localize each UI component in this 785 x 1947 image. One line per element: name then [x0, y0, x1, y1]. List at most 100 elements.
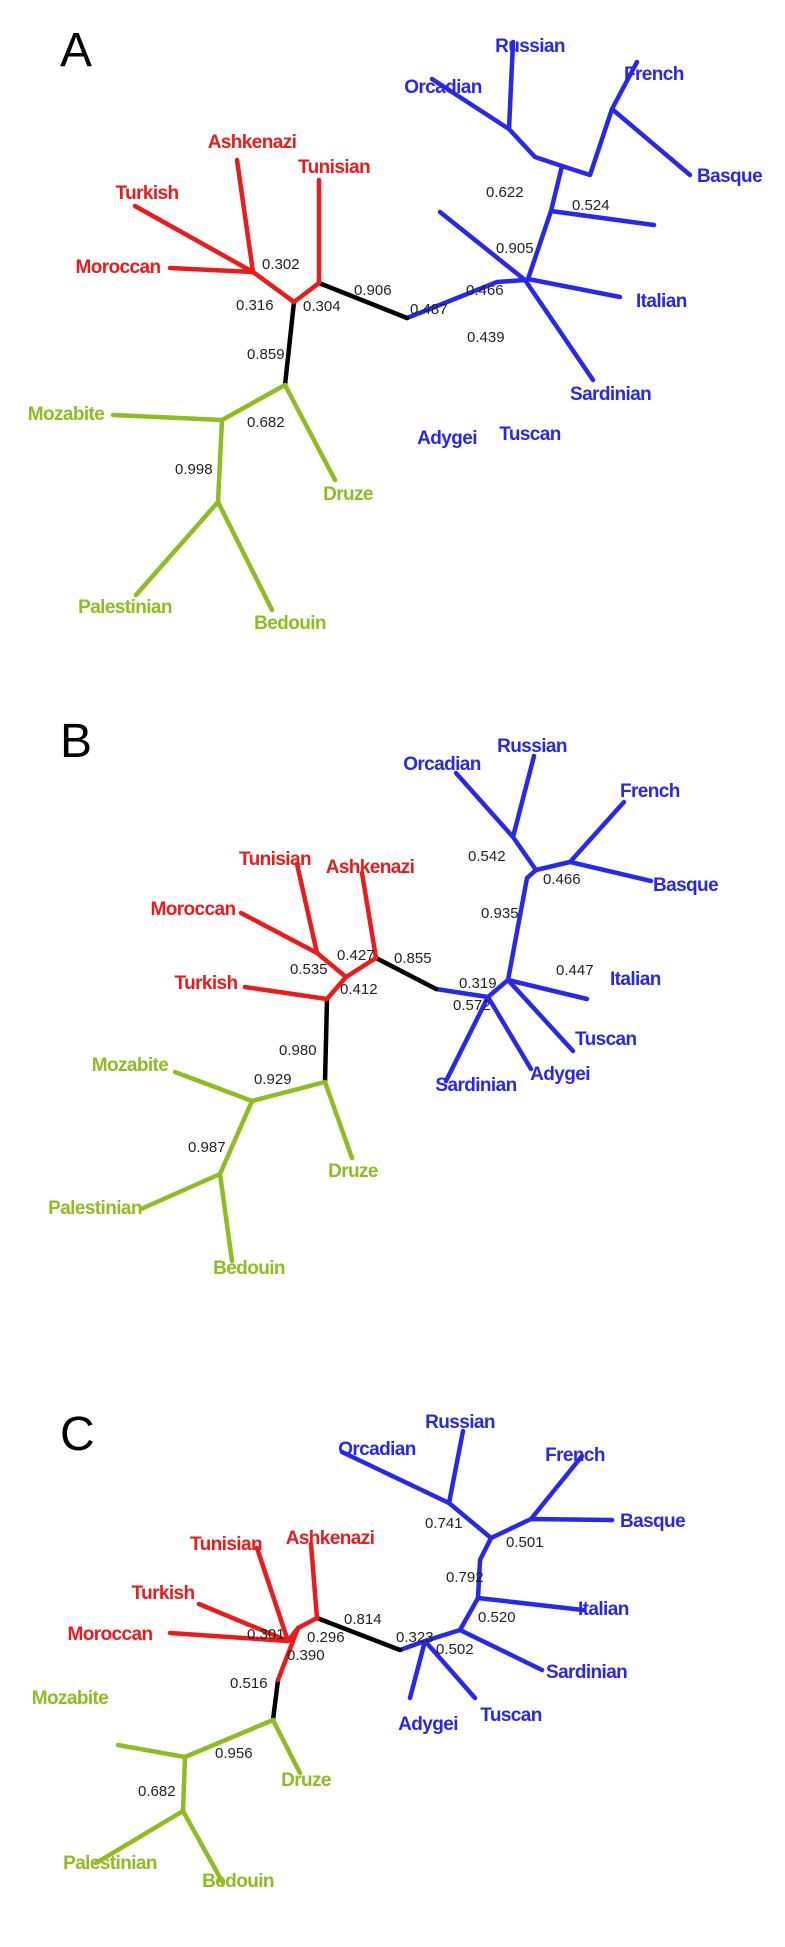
middle-eastern-clade-branches — [132, 157, 322, 305]
taxon-label-russian: Russian — [425, 1412, 495, 1433]
support-value: 0.427 — [337, 947, 375, 964]
european-clade-branches — [339, 1428, 615, 1701]
support-value: 0.935 — [481, 905, 519, 922]
levantine-clade-branches — [93, 1717, 303, 1886]
taxon-label-tunisian: Tunisian — [298, 157, 370, 178]
taxon-label-moroccan: Moroccan — [151, 899, 236, 920]
support-values: 0.741 0.501 0.792 0.520 0.502 0.323 0.81… — [138, 1515, 544, 1800]
taxon-label-ashkenazi: Ashkenazi — [326, 857, 415, 878]
taxon-label-orcadian: Orcadian — [404, 77, 482, 98]
tree-panel-c: C Russian Orcadian French Basque Italian… — [0, 1298, 785, 1947]
support-value: 0.855 — [394, 950, 432, 967]
taxon-label-adygei: Adygei — [417, 428, 477, 449]
taxon-label-tunisian: Tunisian — [239, 849, 311, 870]
branch — [238, 861, 379, 1002]
backbone-branches — [270, 1615, 403, 1723]
taxon-label-moroccan: Moroccan — [76, 257, 161, 278]
taxon-label-french: French — [545, 1445, 605, 1466]
support-value: 0.682 — [247, 414, 285, 431]
branch — [167, 1541, 320, 1683]
taxon-labels: Russian Orcadian French Basque Italian S… — [28, 36, 763, 634]
support-value: 0.998 — [175, 461, 213, 478]
support-value: 0.622 — [486, 184, 524, 201]
support-value: 0.906 — [354, 282, 392, 299]
support-value: 0.501 — [506, 1534, 544, 1551]
support-value: 0.390 — [287, 1647, 325, 1664]
tree-panel-b: B Orcadian Russian French Basque Italian… — [0, 649, 785, 1298]
support-value: 0.520 — [478, 1609, 516, 1626]
taxon-label-bedouin: Bedouin — [254, 613, 326, 634]
panel-letter: A — [60, 24, 92, 77]
taxon-labels: Orcadian Russian French Basque Italian T… — [48, 736, 719, 1279]
taxon-label-druze: Druze — [323, 484, 373, 505]
taxon-label-druze: Druze — [281, 1770, 331, 1791]
support-value: 0.302 — [262, 256, 300, 273]
support-value: 0.682 — [138, 1783, 176, 1800]
support-value: 0.792 — [446, 1569, 484, 1586]
taxon-label-adygei: Adygei — [530, 1064, 590, 1085]
taxon-label-orcadian: Orcadian — [403, 754, 481, 775]
branch — [110, 382, 338, 613]
taxon-label-tunisian: Tunisian — [190, 1534, 262, 1555]
support-value: 0.466 — [466, 282, 504, 299]
taxon-label-russian: Russian — [497, 736, 567, 757]
support-value: 0.502 — [436, 1641, 474, 1658]
taxon-label-turkish: Turkish — [131, 1583, 194, 1604]
support-value: 0.572 — [453, 997, 491, 1014]
european-clade-branches — [404, 39, 693, 383]
taxon-label-mozabite: Mozabite — [92, 1055, 169, 1076]
branch — [132, 157, 322, 305]
taxon-label-tuscan: Tuscan — [575, 1029, 637, 1050]
taxon-label-french: French — [620, 781, 680, 802]
taxon-label-bedouin: Bedouin — [202, 1871, 274, 1892]
tree-b-svg: B Orcadian Russian French Basque Italian… — [48, 715, 719, 1279]
support-value: 0.304 — [303, 298, 341, 315]
taxon-label-palestinian: Palestinian — [63, 1853, 157, 1874]
panel-letter: C — [60, 1408, 95, 1461]
taxon-label-bedouin: Bedouin — [213, 1258, 285, 1279]
taxon-label-mozabite: Mozabite — [32, 1688, 109, 1709]
taxon-label-tuscan: Tuscan — [499, 424, 561, 445]
taxon-label-palestinian: Palestinian — [48, 1198, 142, 1219]
branch — [138, 1069, 355, 1264]
support-values: 0.542 0.466 0.935 0.447 0.319 0.572 0.85… — [188, 848, 594, 1156]
support-value: 0.301 — [247, 1626, 285, 1643]
taxon-label-ashkenazi: Ashkenazi — [286, 1528, 375, 1549]
support-value: 0.741 — [425, 1515, 463, 1532]
panel-letter: B — [60, 715, 92, 768]
support-value: 0.535 — [290, 961, 328, 978]
support-value: 0.296 — [307, 1629, 345, 1646]
support-value: 0.980 — [279, 1042, 317, 1059]
taxon-label-russian: Russian — [495, 36, 565, 57]
support-value: 0.466 — [543, 871, 581, 888]
support-value: 0.447 — [556, 962, 594, 979]
support-value: 0.859 — [247, 346, 285, 363]
support-value: 0.439 — [467, 329, 505, 346]
branch — [339, 1428, 615, 1701]
support-value: 0.319 — [459, 975, 497, 992]
taxon-label-sardinian: Sardinian — [570, 384, 651, 405]
taxon-label-palestinian: Palestinian — [78, 597, 172, 618]
taxon-label-mozabite: Mozabite — [28, 404, 105, 425]
taxon-label-sardinian: Sardinian — [546, 1662, 627, 1683]
taxon-label-sardinian: Sardinian — [435, 1075, 516, 1096]
support-value: 0.542 — [468, 848, 506, 865]
taxon-label-basque: Basque — [653, 875, 718, 896]
support-value: 0.516 — [230, 1675, 268, 1692]
support-value: 0.412 — [340, 981, 378, 998]
taxon-label-adygei: Adygei — [398, 1714, 458, 1735]
levantine-clade-branches — [110, 382, 338, 613]
support-value: 0.956 — [215, 1745, 253, 1762]
tree-panel-a: A Russian Orcadian French Basque Italian… — [0, 0, 785, 649]
branch — [322, 955, 439, 1085]
taxon-label-french: French — [624, 64, 684, 85]
taxon-label-tuscan: Tuscan — [480, 1705, 542, 1726]
taxon-label-basque: Basque — [620, 1511, 685, 1532]
branch — [404, 39, 693, 383]
taxon-label-ashkenazi: Ashkenazi — [208, 132, 297, 153]
european-clade-branches — [433, 753, 654, 1084]
backbone-branches — [282, 280, 410, 388]
taxon-label-moroccan: Moroccan — [68, 1624, 153, 1645]
branch — [93, 1717, 303, 1886]
